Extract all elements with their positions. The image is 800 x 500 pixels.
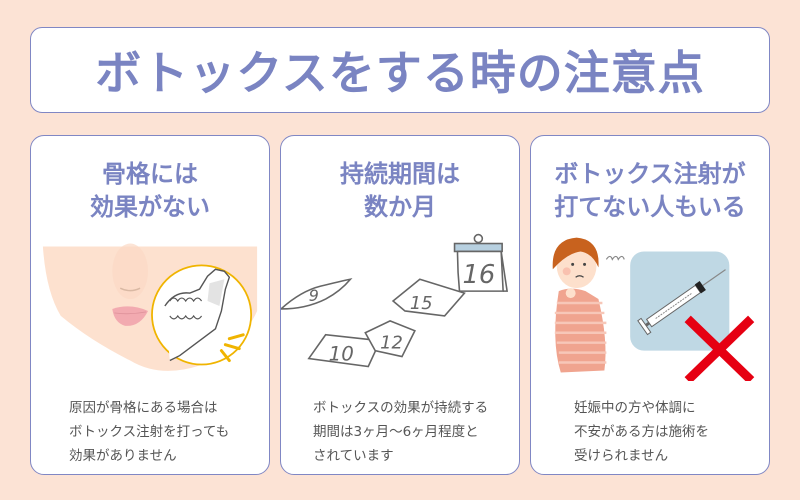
description-line: 効果がありません [69, 448, 177, 464]
title-banner: ボトックスをする時の注意点 [30, 27, 770, 113]
card-description: 原因が骨格にある場合は ボトックス注射を打っても 効果がありません [31, 396, 269, 468]
card-bone-structure: 骨格には 効果がない 原因が骨格にある場合は ボトックス注射を打っても 効果があ… [30, 135, 270, 475]
card-description: ボトックスの効果が持続する 期間は3ヶ月〜6ヶ月程度と されています [281, 396, 519, 468]
svg-text:16: 16 [462, 260, 495, 290]
svg-text:9: 9 [309, 286, 319, 305]
jaw-bone-illustration-icon [31, 231, 269, 381]
card-heading: 持続期間は 数か月 [281, 158, 519, 224]
description-line: されています [313, 448, 394, 464]
card-contraindications: ボトックス注射が 打てない人もいる [530, 135, 770, 475]
card-description: 妊娠中の方や体調に 不安がある方は施術を 受けられません [531, 396, 769, 468]
heading-line: ボトックス注射が [554, 160, 746, 188]
card-heading: 骨格には 効果がない [31, 158, 269, 224]
heading-line: 打てない人もいる [554, 193, 746, 221]
heading-line: 数か月 [364, 193, 436, 221]
pregnant-woman-syringe-illustration-icon [531, 231, 769, 381]
description-line: 受けられません [574, 448, 669, 464]
description-line: 原因が骨格にある場合は [69, 400, 218, 416]
heading-line: 持続期間は [340, 160, 460, 188]
heading-line: 骨格には [102, 160, 198, 188]
card-duration: 持続期間は 数か月 9 10 12 15 16 ボトックスの効果が持続する 期間… [280, 135, 520, 475]
description-line: ボトックスの効果が持続する [313, 400, 489, 416]
heading-line: 効果がない [90, 193, 210, 221]
description-line: ボトックス注射を打っても [69, 424, 230, 440]
page-title: ボトックスをする時の注意点 [95, 46, 705, 100]
svg-text:15: 15 [410, 293, 433, 314]
description-line: 不安がある方は施術を [574, 424, 709, 440]
calendar-pages-illustration-icon: 9 10 12 15 16 [281, 231, 519, 381]
svg-text:12: 12 [380, 333, 403, 354]
card-heading: ボトックス注射が 打てない人もいる [531, 158, 769, 224]
svg-text:10: 10 [329, 343, 354, 366]
description-line: 期間は3ヶ月〜6ヶ月程度と [313, 424, 479, 440]
description-line: 妊娠中の方や体調に [574, 400, 696, 416]
